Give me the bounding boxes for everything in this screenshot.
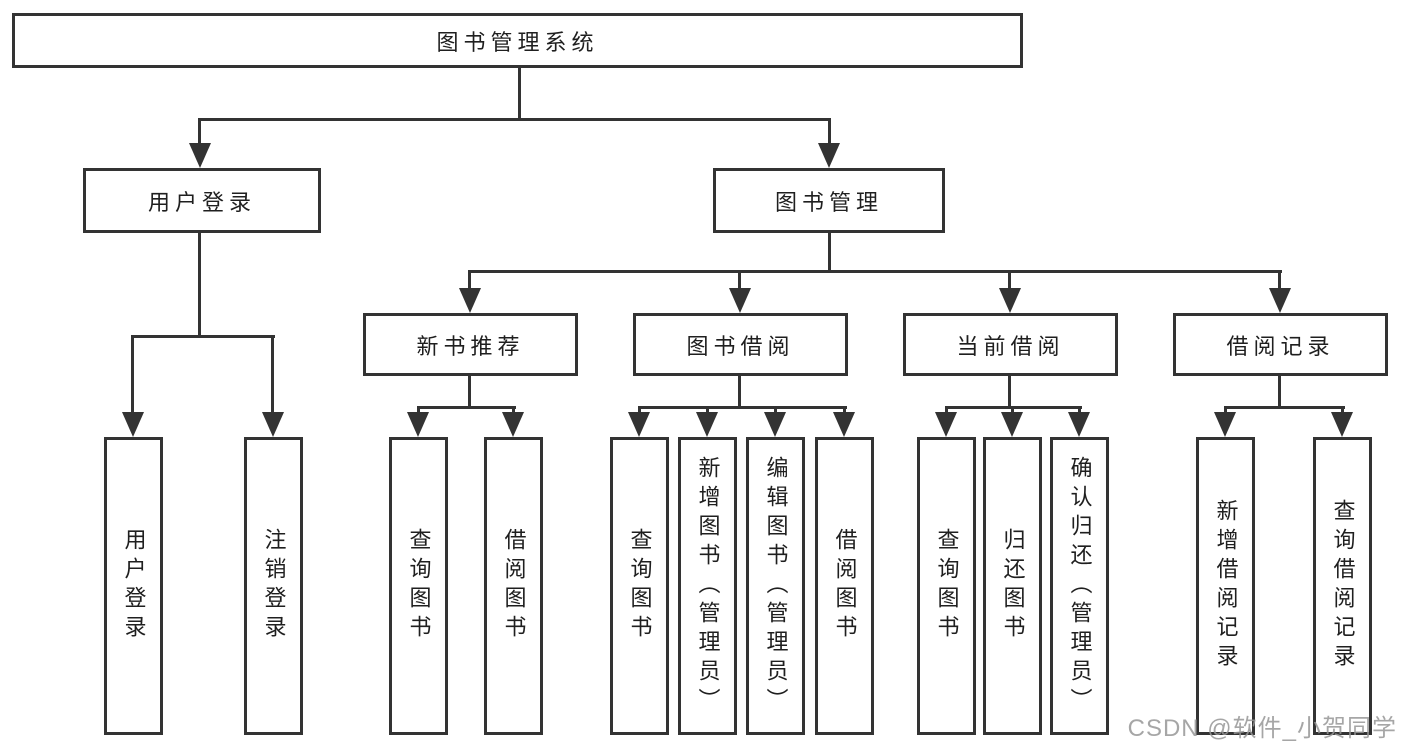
connector-line (1008, 376, 1011, 408)
node-root-label: 图书管理系统 (436, 29, 599, 55)
node-new-book-recommend: 新书推荐 (363, 313, 578, 376)
leaf-add-borrow-record-label: 新增借阅记录 (1213, 499, 1239, 673)
arrow-down-icon (1068, 412, 1090, 437)
leaf-query-book-current: 查询图书 (917, 437, 976, 735)
leaf-borrow-book-recommend: 借阅图书 (484, 437, 543, 735)
arrow-down-icon (122, 412, 144, 437)
arrow-down-icon (1269, 288, 1291, 313)
node-borrowing-records-label: 借阅记录 (1226, 333, 1335, 359)
leaf-query-book-borrowing: 查询图书 (610, 437, 669, 735)
arrow-down-icon (729, 288, 751, 313)
leaf-edit-book-admin-label: 编辑图书（管理员） (763, 455, 789, 717)
connector-line (1278, 376, 1281, 408)
leaf-return-book: 归还图书 (983, 437, 1042, 735)
connector-line (417, 406, 420, 415)
leaf-confirm-return-admin-label: 确认归还（管理员） (1067, 455, 1093, 717)
connector-line (828, 118, 831, 145)
leaf-query-book-recommend: 查询图书 (389, 437, 448, 735)
connector-line (1008, 270, 1011, 290)
arrow-down-icon (818, 143, 840, 168)
connector-line (518, 68, 521, 120)
node-current-borrowing: 当前借阅 (903, 313, 1118, 376)
connector-line (468, 376, 471, 408)
leaf-add-borrow-record: 新增借阅记录 (1196, 437, 1255, 735)
node-book-management: 图书管理 (713, 168, 945, 233)
leaf-query-borrow-record: 查询借阅记录 (1313, 437, 1372, 735)
connector-line (828, 233, 831, 272)
connector-line (131, 335, 134, 414)
connector-line (468, 270, 1282, 273)
connector-line (1341, 406, 1344, 415)
leaf-logout: 注销登录 (244, 437, 303, 735)
connector-line (1278, 270, 1281, 290)
connector-line (843, 406, 846, 415)
leaf-edit-book-admin: 编辑图书（管理员） (746, 437, 805, 735)
arrow-down-icon (1331, 412, 1353, 437)
connector-line (638, 406, 641, 415)
connector-line (706, 406, 709, 415)
connector-line (198, 118, 831, 121)
leaf-confirm-return-admin: 确认归还（管理员） (1050, 437, 1109, 735)
node-book-management-label: 图书管理 (774, 189, 883, 215)
connector-line (638, 406, 847, 409)
leaf-add-book-admin-label: 新增图书（管理员） (695, 455, 721, 717)
leaf-user-login-label: 用户登录 (121, 528, 147, 644)
leaf-add-book-admin: 新增图书（管理员） (678, 437, 737, 735)
leaf-borrow-book-label: 借阅图书 (832, 528, 858, 644)
leaf-user-login: 用户登录 (104, 437, 163, 735)
arrow-down-icon (459, 288, 481, 313)
arrow-down-icon (833, 412, 855, 437)
connector-line (1224, 406, 1227, 415)
arrow-down-icon (628, 412, 650, 437)
arrow-down-icon (189, 143, 211, 168)
arrow-down-icon (1001, 412, 1023, 437)
leaf-query-book-recommend-label: 查询图书 (406, 528, 432, 644)
node-user-login: 用户登录 (83, 168, 321, 233)
connector-line (738, 270, 741, 290)
arrow-down-icon (407, 412, 429, 437)
arrow-down-icon (1214, 412, 1236, 437)
node-book-borrowing: 图书借阅 (633, 313, 848, 376)
arrow-down-icon (696, 412, 718, 437)
connector-line (1078, 406, 1081, 415)
arrow-down-icon (935, 412, 957, 437)
connector-line (738, 376, 741, 408)
connector-line (1224, 406, 1345, 409)
leaf-query-borrow-record-label: 查询借阅记录 (1330, 499, 1356, 673)
node-root: 图书管理系统 (12, 13, 1023, 68)
leaf-borrow-book-recommend-label: 借阅图书 (501, 528, 527, 644)
node-current-borrowing-label: 当前借阅 (956, 333, 1065, 359)
connector-line (1011, 406, 1014, 415)
connector-line (417, 406, 516, 409)
connector-line (945, 406, 948, 415)
leaf-query-book-borrowing-label: 查询图书 (627, 528, 653, 644)
watermark: CSDN @软件_小贺同学 (1127, 715, 1397, 742)
leaf-logout-label: 注销登录 (261, 528, 287, 644)
connector-line (468, 270, 471, 290)
leaf-query-book-current-label: 查询图书 (934, 528, 960, 644)
leaf-return-book-label: 归还图书 (1000, 528, 1026, 644)
node-borrowing-records: 借阅记录 (1173, 313, 1388, 376)
arrow-down-icon (764, 412, 786, 437)
node-book-borrowing-label: 图书借阅 (686, 333, 795, 359)
connector-line (512, 406, 515, 415)
connector-line (198, 118, 201, 145)
arrow-down-icon (999, 288, 1021, 313)
node-new-book-recommend-label: 新书推荐 (416, 333, 525, 359)
connector-line (774, 406, 777, 415)
arrow-down-icon (262, 412, 284, 437)
node-user-login-label: 用户登录 (147, 189, 256, 215)
connector-line (198, 233, 201, 337)
arrow-down-icon (502, 412, 524, 437)
connector-line (131, 335, 275, 338)
leaf-borrow-book: 借阅图书 (815, 437, 874, 735)
connector-line (271, 335, 274, 414)
